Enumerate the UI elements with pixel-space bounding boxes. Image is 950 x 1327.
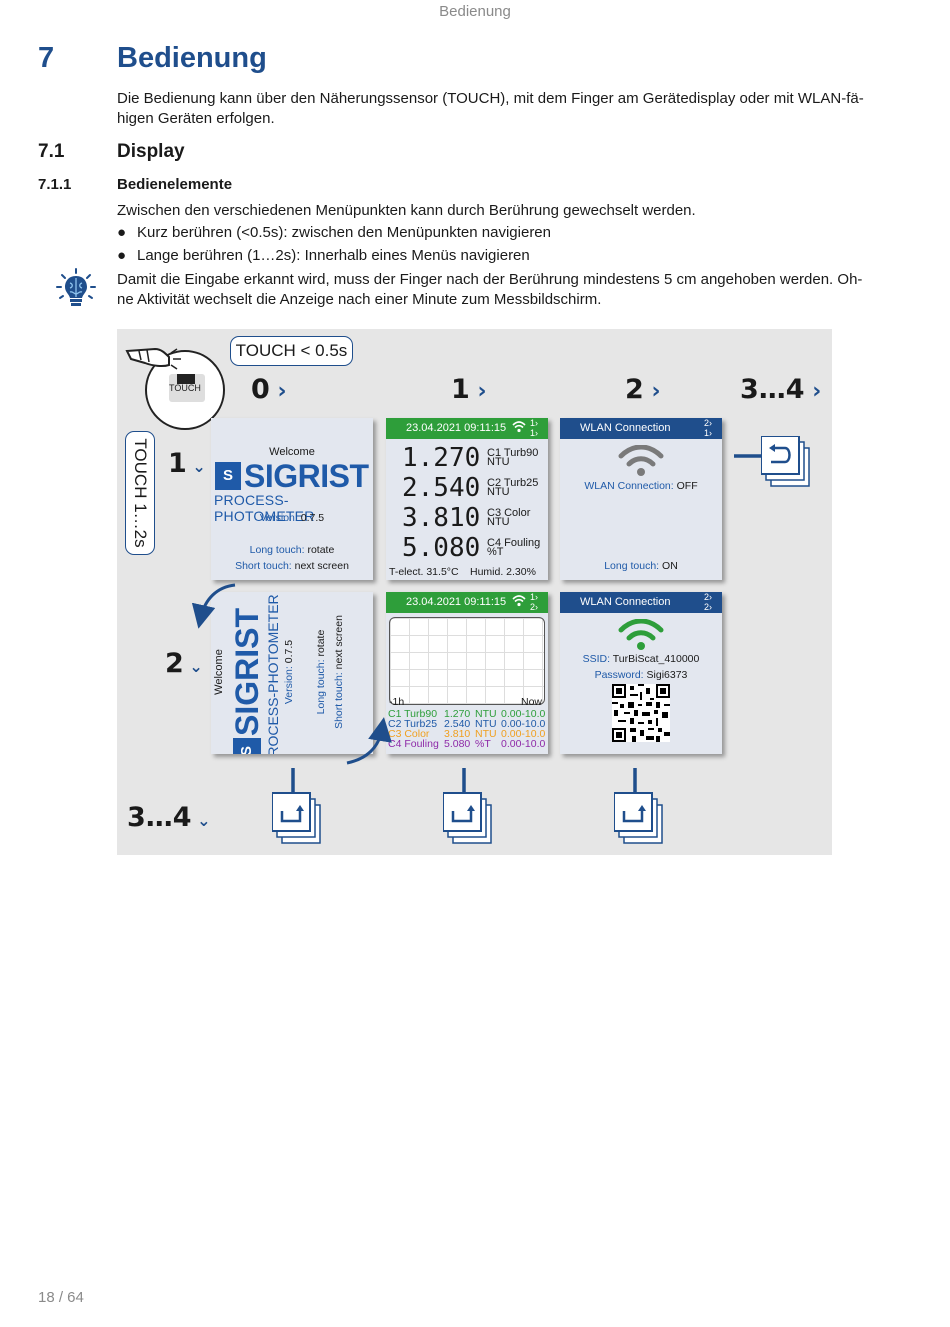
lightbulb-brain-icon [55, 267, 97, 309]
curved-arrow-down [201, 585, 235, 617]
intro-text: Die Bedienung kann über den Näherungssen… [117, 89, 887, 128]
return-stack-icon [272, 791, 324, 845]
intro-line-2: higen Geräten erfolgen. [117, 109, 887, 129]
subsection-number: 7.1.1 [38, 176, 71, 193]
curved-arrow-up [347, 729, 382, 763]
return-stack-icon [614, 791, 666, 845]
bullet-item: ●Lange berühren (1…2s): Innerhalb eines … [117, 247, 530, 264]
tip-line-2: ne Aktivität wechselt die Anzeige nach e… [117, 290, 887, 310]
intro-line-1: Die Bedienung kann über den Näherungssen… [117, 89, 887, 109]
chapter-title: Bedienung [117, 42, 267, 75]
running-header: Bedienung [0, 3, 950, 20]
return-stack-icon [761, 436, 813, 490]
section-number: 7.1 [38, 141, 64, 163]
flow-arrows [117, 329, 832, 855]
bullet-text: Kurz berühren (<0.5s): zwischen den Menü… [137, 224, 551, 241]
tip-text: Damit die Eingabe erkannt wird, muss der… [117, 270, 887, 309]
paragraph: Zwischen den verschiedenen Menüpunkten k… [117, 201, 887, 221]
chapter-number: 7 [38, 42, 54, 75]
section-title: Display [117, 141, 185, 163]
subsection-title: Bedienelemente [117, 176, 232, 193]
bullet-item: ●Kurz berühren (<0.5s): zwischen den Men… [117, 224, 551, 241]
tip-line-1: Damit die Eingabe erkannt wird, muss der… [117, 270, 887, 290]
bullet-text: Lange berühren (1…2s): Innerhalb eines M… [137, 247, 530, 264]
navigation-figure: TOUCH TOUCH < 0.5s TOUCH 1…2s 0 › 1 › 2 … [117, 329, 832, 855]
page-number: 18 / 64 [38, 1289, 84, 1306]
return-stack-icon [443, 791, 495, 845]
